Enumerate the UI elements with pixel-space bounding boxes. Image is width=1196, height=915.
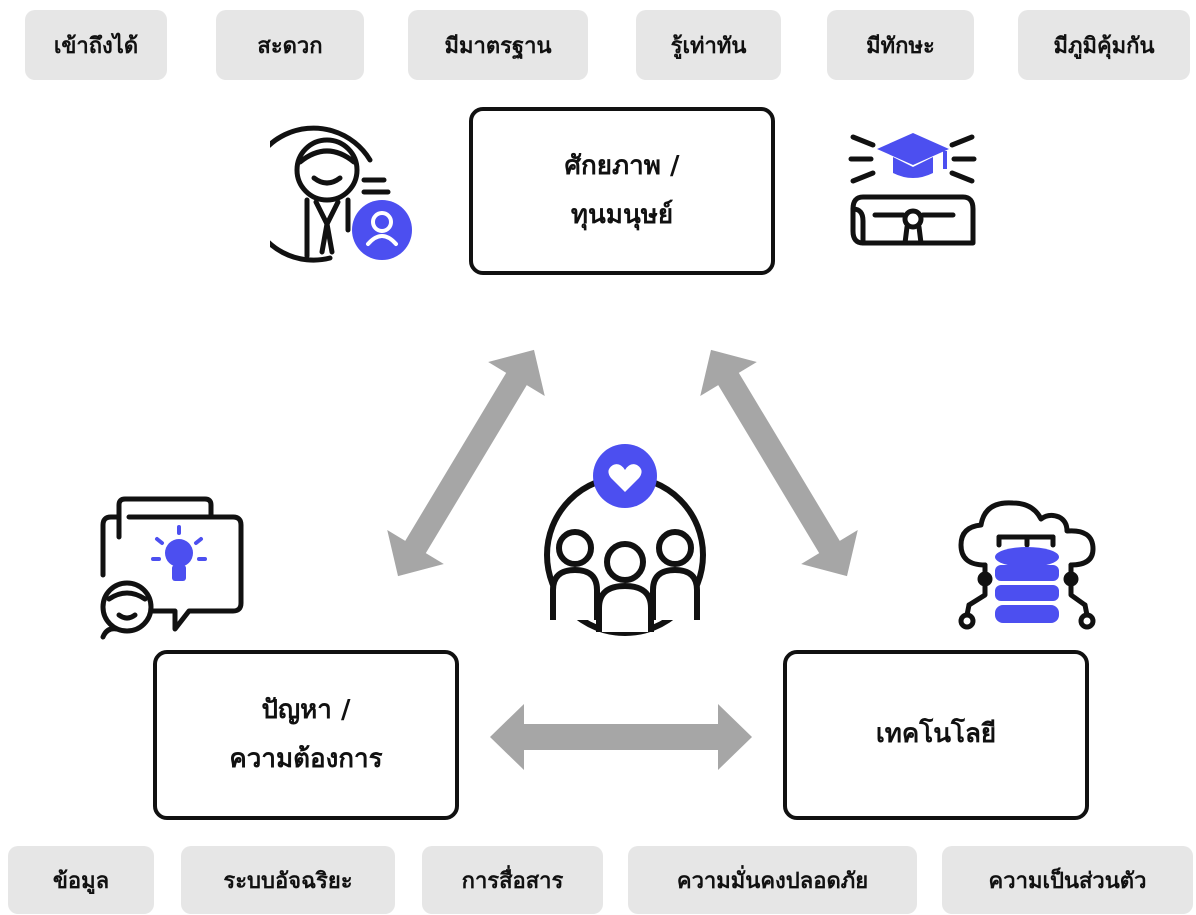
arrow-right-diagonal: [700, 349, 858, 577]
top-tag-immunity: มีภูมิคุ้มกัน: [1018, 10, 1190, 80]
bottom-tag-data: ข้อมูล: [8, 846, 154, 914]
top-tag-skilled: มีทักษะ: [827, 10, 974, 80]
top-tag-aware: รู้เท่าทัน: [636, 10, 781, 80]
arrow-horizontal: [490, 704, 752, 770]
bottom-tag-intelligent-system: ระบบอัจฉริยะ: [181, 846, 395, 914]
node-problem-needs: ปัญหา / ความต้องการ: [153, 650, 459, 820]
top-tag-standard: มีมาตรฐาน: [408, 10, 588, 80]
node-human-capital-line2: ทุนมนุษย์: [570, 200, 674, 230]
community-heart-icon: [544, 444, 706, 636]
person-profile-icon: [270, 125, 412, 263]
node-human-capital-line1: ศักยภาพ /: [564, 150, 680, 181]
node-technology: เทคโนโลยี: [783, 650, 1089, 820]
top-tag-convenient: สะดวก: [216, 10, 364, 80]
cloud-database-icon: [958, 500, 1096, 630]
node-technology-label: เทคโนโลยี: [875, 719, 997, 750]
arrow-left-diagonal: [387, 349, 545, 577]
node-problem-needs-line2: ความต้องการ: [229, 744, 383, 774]
bottom-tag-communication: การสื่อสาร: [422, 846, 603, 914]
node-problem-needs-line1: ปัญหา /: [261, 694, 351, 725]
top-tag-accessible: เข้าถึงได้: [25, 10, 167, 80]
bottom-tag-privacy: ความเป็นส่วนตัว: [942, 846, 1193, 914]
node-human-capital: ศักยภาพ / ทุนมนุษย์: [469, 107, 775, 275]
bottom-tag-security: ความมั่นคงปลอดภัย: [628, 846, 917, 914]
graduation-diploma-icon: [848, 133, 977, 246]
idea-chat-icon: [100, 496, 244, 640]
